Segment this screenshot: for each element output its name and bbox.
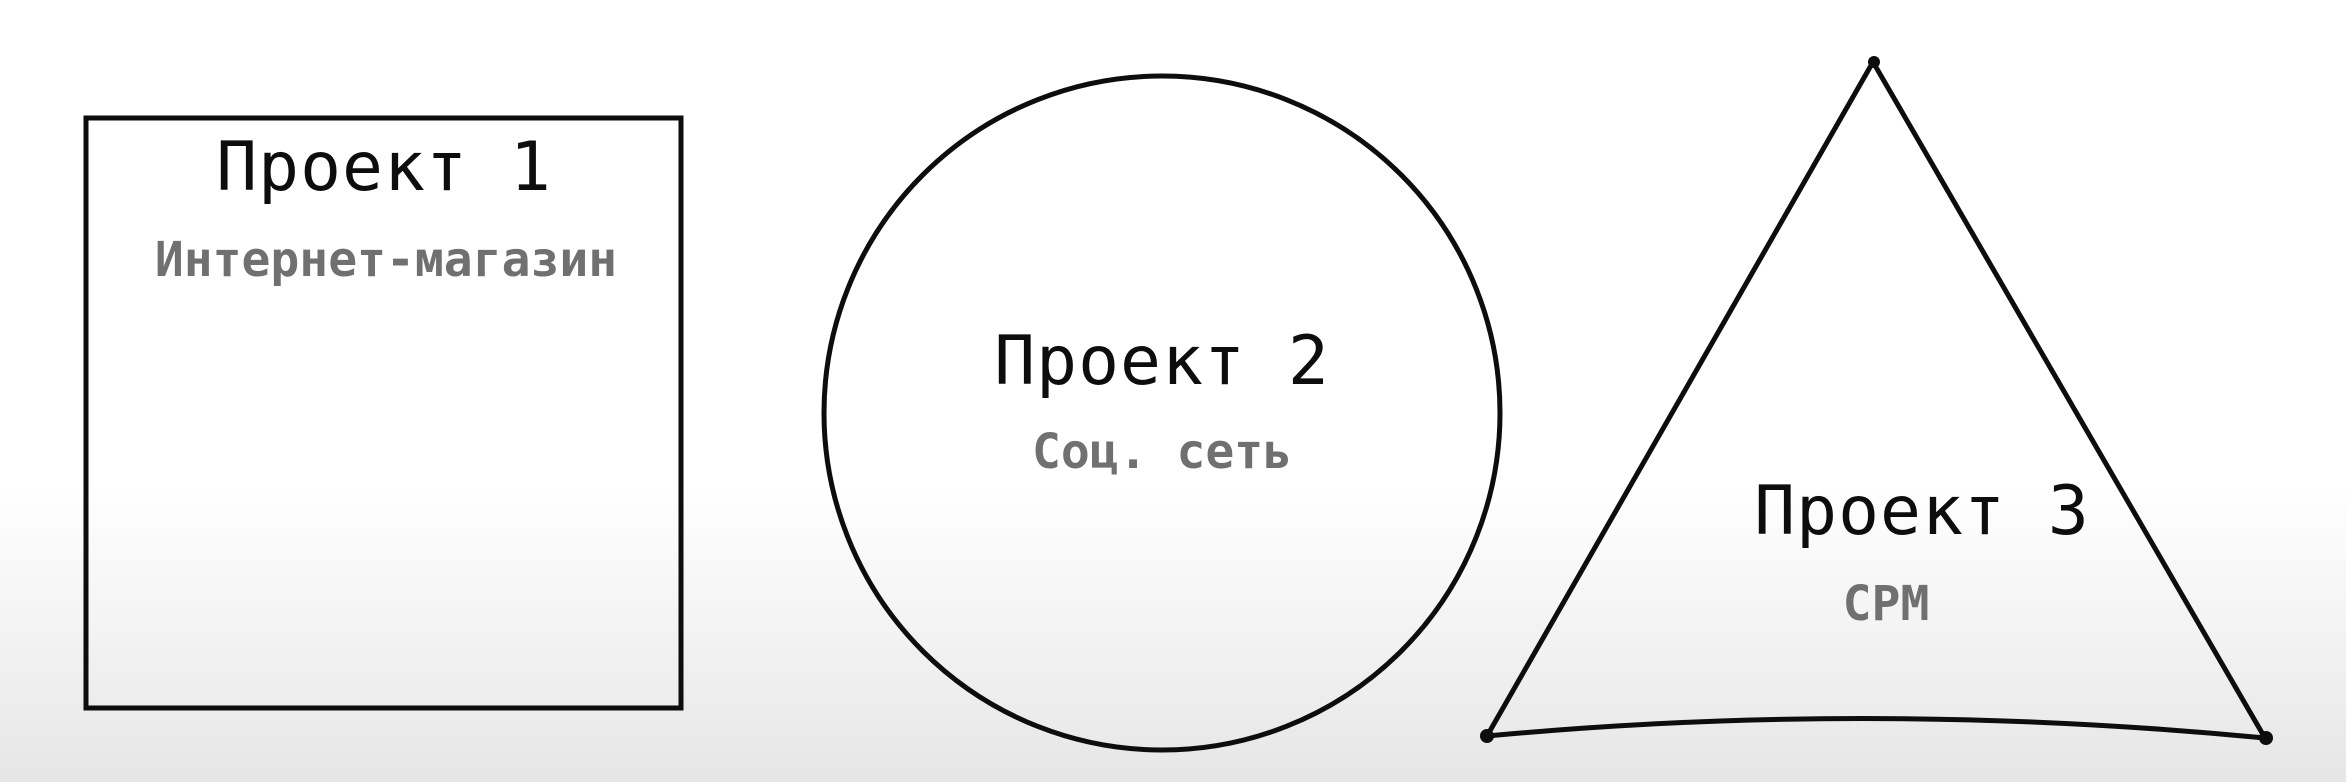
project-1-title: Проект 1 bbox=[216, 128, 552, 207]
triangle-left-dot bbox=[1480, 729, 1494, 743]
project-1-square bbox=[83, 115, 684, 711]
project-3-subtitle: CPM bbox=[1842, 576, 1930, 632]
project-2-circle bbox=[821, 73, 1503, 753]
project-2-title: Проект 2 bbox=[994, 322, 1330, 401]
project-1-subtitle: Интернет-магазин bbox=[154, 232, 618, 288]
project-3-title: Проект 3 bbox=[1754, 472, 2090, 551]
triangle-apex-dot bbox=[1868, 56, 1880, 68]
project-3-triangle bbox=[1484, 59, 2268, 741]
project-2-subtitle: Соц. сеть bbox=[1031, 424, 1293, 480]
triangle-right-dot bbox=[2259, 731, 2273, 745]
